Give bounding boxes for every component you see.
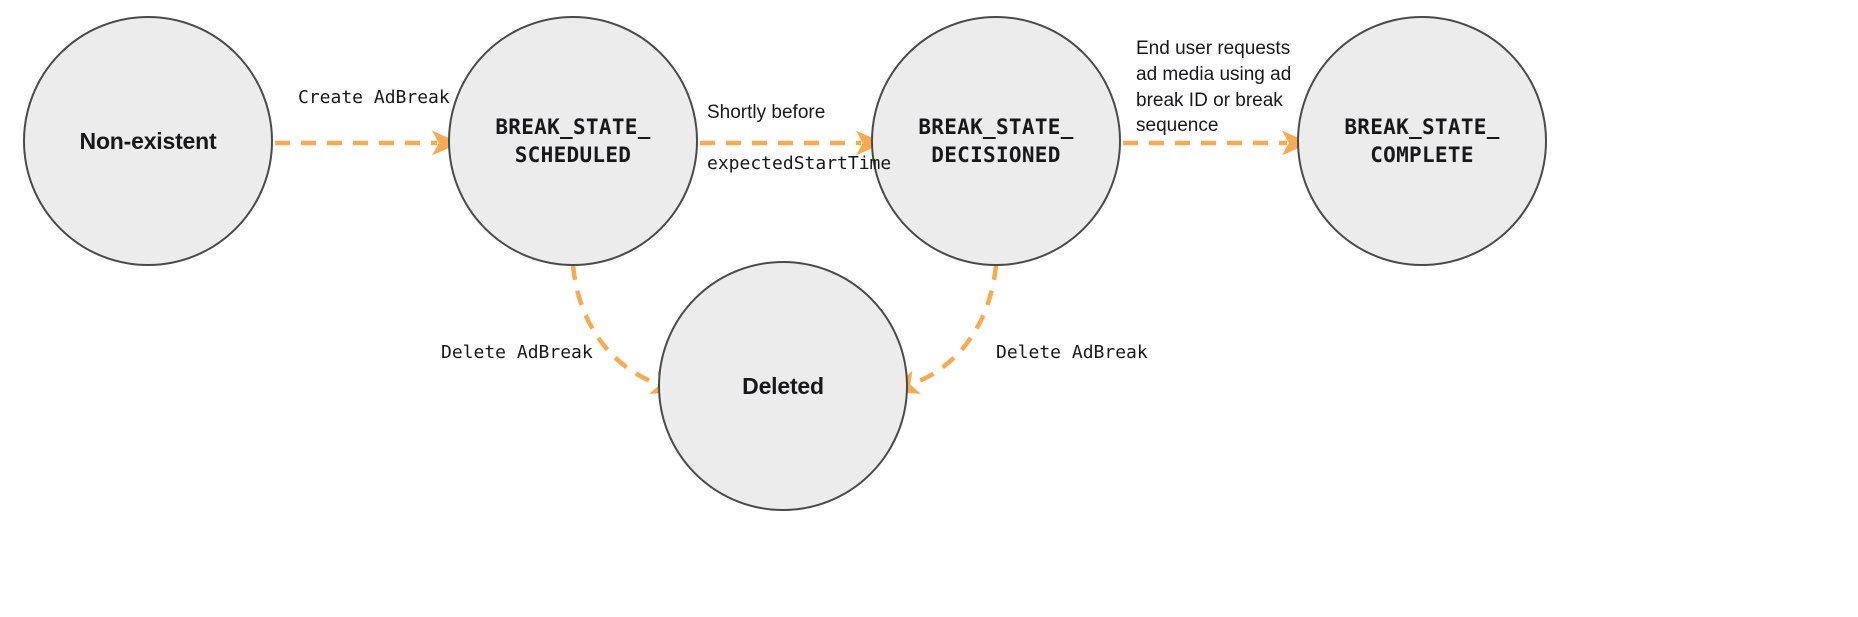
state-node-label: Non-existent — [79, 127, 217, 154]
edge-delete-from-decisioned — [890, 264, 999, 394]
edge-label-line-1: Shortly before — [707, 101, 826, 123]
edge-label-delete-from-decisioned: Delete AdBreak — [996, 342, 1148, 363]
edge-label-create-adbreak: Create AdBreak — [298, 87, 450, 108]
state-node-label: Deleted — [742, 372, 824, 399]
state-node-label: BREAK_STATE_ COMPLETE — [1344, 114, 1500, 167]
edge-label-line-2: expectedStartTime — [707, 153, 892, 175]
edge-label-shortly-before: Shortly before expectedStartTime — [707, 74, 891, 177]
state-node-break-state-complete[interactable]: BREAK_STATE_ COMPLETE — [1297, 16, 1547, 266]
state-node-break-state-decisioned[interactable]: BREAK_STATE_ DECISIONED — [871, 16, 1121, 266]
edge-label-delete-from-scheduled: Delete AdBreak — [441, 342, 593, 363]
state-node-label: BREAK_STATE_ SCHEDULED — [495, 114, 651, 167]
edge-label-end-user-requests: End user requests ad media using ad brea… — [1136, 38, 1292, 137]
edge-delete-from-scheduled — [570, 264, 680, 394]
state-node-break-state-scheduled[interactable]: BREAK_STATE_ SCHEDULED — [448, 16, 698, 266]
state-node-label: BREAK_STATE_ DECISIONED — [918, 114, 1074, 167]
state-node-deleted[interactable]: Deleted — [658, 261, 908, 511]
state-node-non-existent[interactable]: Non-existent — [23, 16, 273, 266]
